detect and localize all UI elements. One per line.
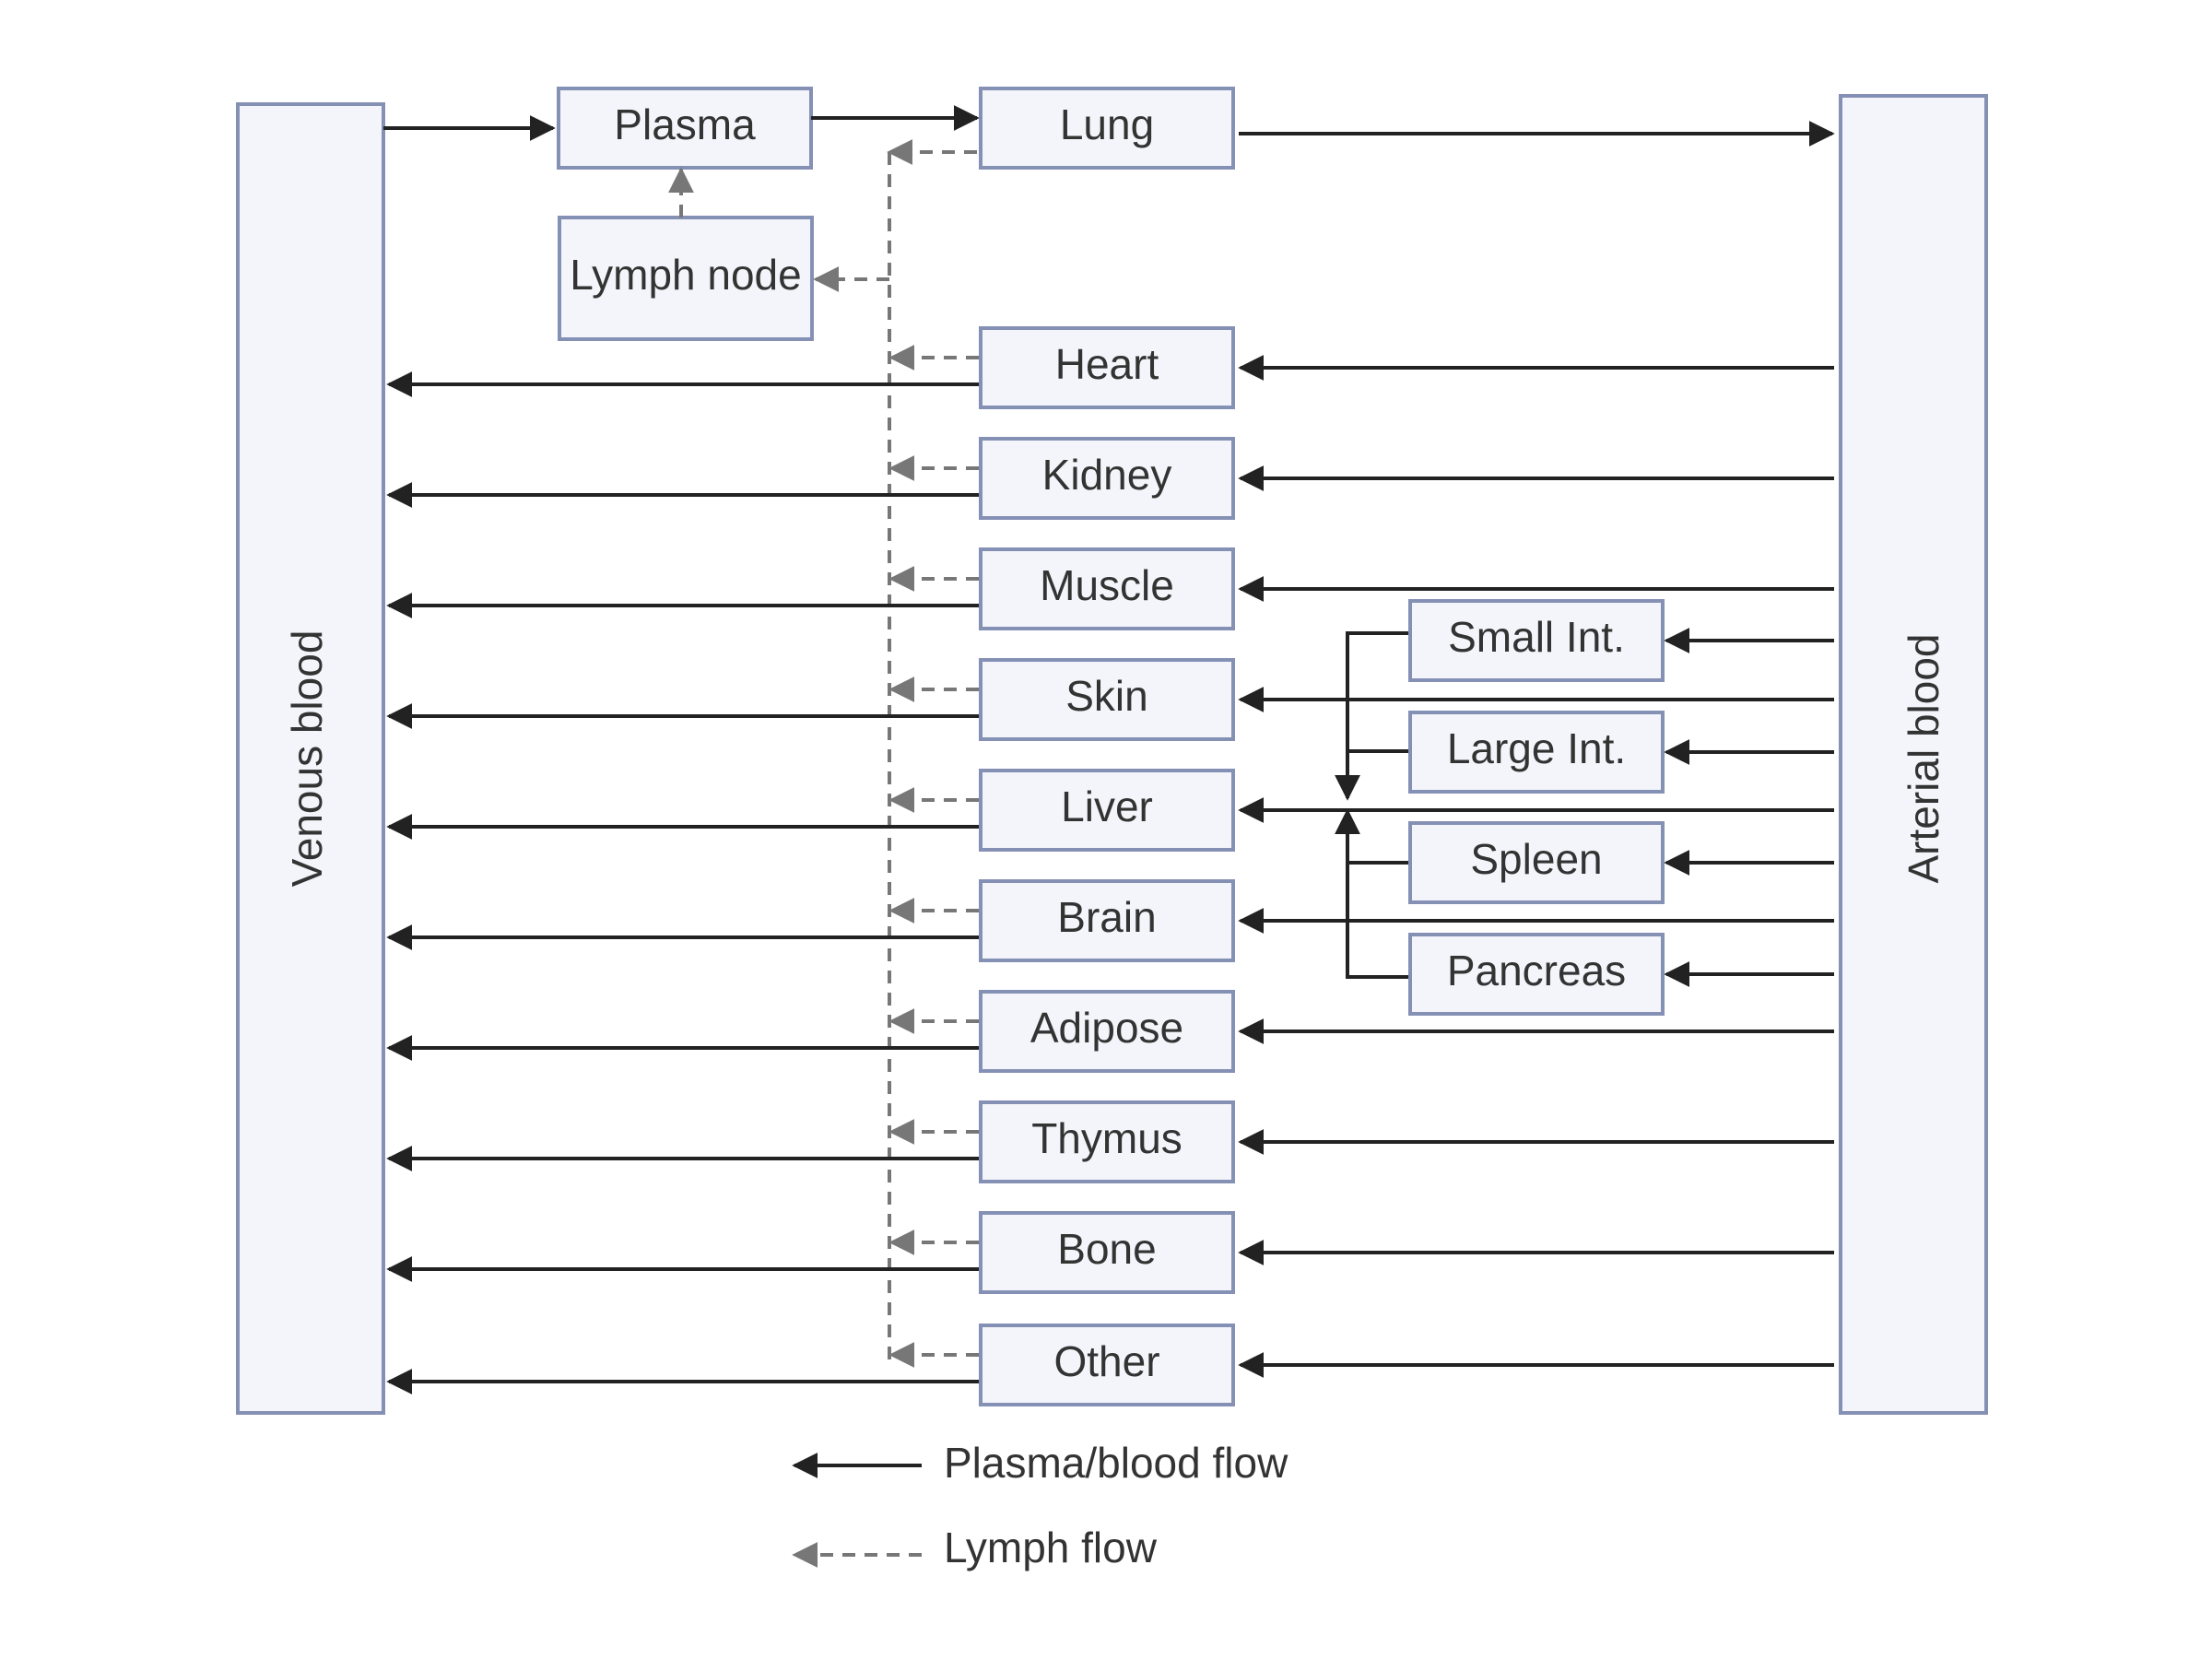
venous-blood-label: Venous blood xyxy=(283,630,331,888)
lymph-node-label: Lymph node xyxy=(570,251,801,299)
lung-box xyxy=(979,87,1235,170)
small-int-box xyxy=(1408,599,1665,682)
legend-lymph-label: Lymph flow xyxy=(944,1524,1158,1571)
kidney-box xyxy=(979,437,1235,520)
large-int-box xyxy=(1408,711,1665,794)
adipose-box xyxy=(979,990,1235,1073)
skin-label: Skin xyxy=(1065,672,1147,720)
venous-blood-box xyxy=(236,102,385,1415)
lymph-node-box xyxy=(558,216,814,341)
large-int-label: Large Int. xyxy=(1447,724,1626,772)
bone-label: Bone xyxy=(1057,1225,1156,1273)
other-label: Other xyxy=(1053,1337,1159,1385)
spleen-label: Spleen xyxy=(1470,835,1602,883)
gut-collector-lower xyxy=(1335,808,1408,979)
gut-collector-upper xyxy=(1335,631,1408,801)
plasma-label: Plasma xyxy=(614,100,756,148)
thymus-box xyxy=(979,1100,1235,1183)
other-box xyxy=(979,1324,1235,1406)
small-int-label: Small Int. xyxy=(1448,613,1625,661)
brain-box xyxy=(979,879,1235,962)
skin-box xyxy=(979,658,1235,741)
bone-box xyxy=(979,1211,1235,1294)
muscle-box xyxy=(979,547,1235,630)
arterial-blood-box xyxy=(1839,94,1988,1415)
muscle-label: Muscle xyxy=(1040,561,1174,609)
heart-label: Heart xyxy=(1055,340,1159,388)
adipose-label: Adipose xyxy=(1030,1004,1183,1052)
liver-box xyxy=(979,769,1235,852)
brain-label: Brain xyxy=(1057,893,1156,941)
pancreas-box xyxy=(1408,933,1665,1016)
arterial-blood-label: Arterial blood xyxy=(1900,633,1947,883)
heart-box xyxy=(979,326,1235,409)
lung-label: Lung xyxy=(1060,100,1154,148)
legend-blood-label: Plasma/blood flow xyxy=(944,1439,1288,1487)
pancreas-label: Pancreas xyxy=(1447,947,1626,994)
organ-rows: HeartKidneyMuscleSkinLiverBrainAdiposeTh… xyxy=(386,326,1834,1406)
spleen-box xyxy=(1408,821,1665,904)
kidney-label: Kidney xyxy=(1042,451,1172,499)
liver-label: Liver xyxy=(1061,782,1153,830)
thymus-label: Thymus xyxy=(1031,1114,1182,1162)
